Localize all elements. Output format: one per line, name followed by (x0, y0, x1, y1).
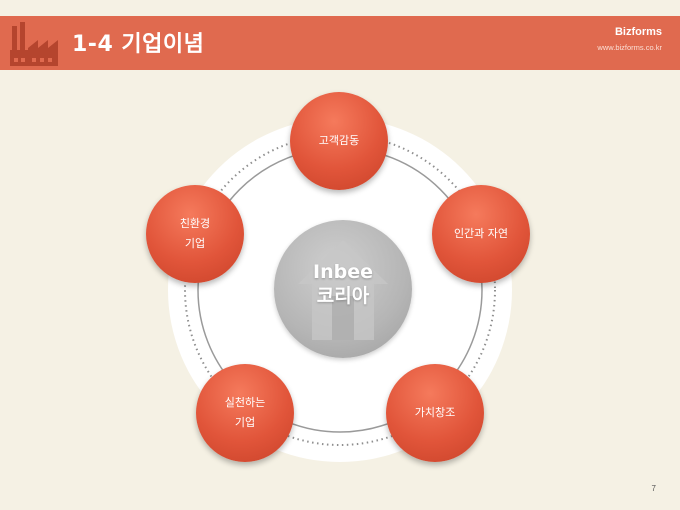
node-eco-friendly-company: 친환경 기업 (146, 185, 244, 283)
center-circle: Inbee 코리아 (274, 220, 412, 358)
node-label: 인간과 자연 (453, 227, 509, 240)
brand-name: Bizforms (614, 26, 662, 38)
node-value-creation: 가치창조 (386, 364, 484, 462)
node-human-and-nature: 인간과 자연 (432, 185, 530, 283)
node-label: 가치창조 (414, 406, 456, 419)
brand-url: www.bizforms.co.kr (597, 43, 662, 52)
center-label: Inbee 코리아 (313, 261, 373, 307)
factory-icon (10, 22, 58, 66)
page-number: 7 (651, 484, 656, 493)
header-bar: 1-4 기업이념 Bizforms www.bizforms.co.kr (0, 16, 680, 70)
node-label: 고객감동 (318, 134, 360, 147)
house-icon (298, 240, 388, 340)
node-customer-satisfaction: 고객감동 (290, 92, 388, 190)
node-label: 실천하는 기업 (224, 396, 266, 429)
node-practicing-company: 실천하는 기업 (196, 364, 294, 462)
node-label: 친환경 기업 (179, 217, 211, 250)
slide-title: 1-4 기업이념 (72, 32, 205, 57)
